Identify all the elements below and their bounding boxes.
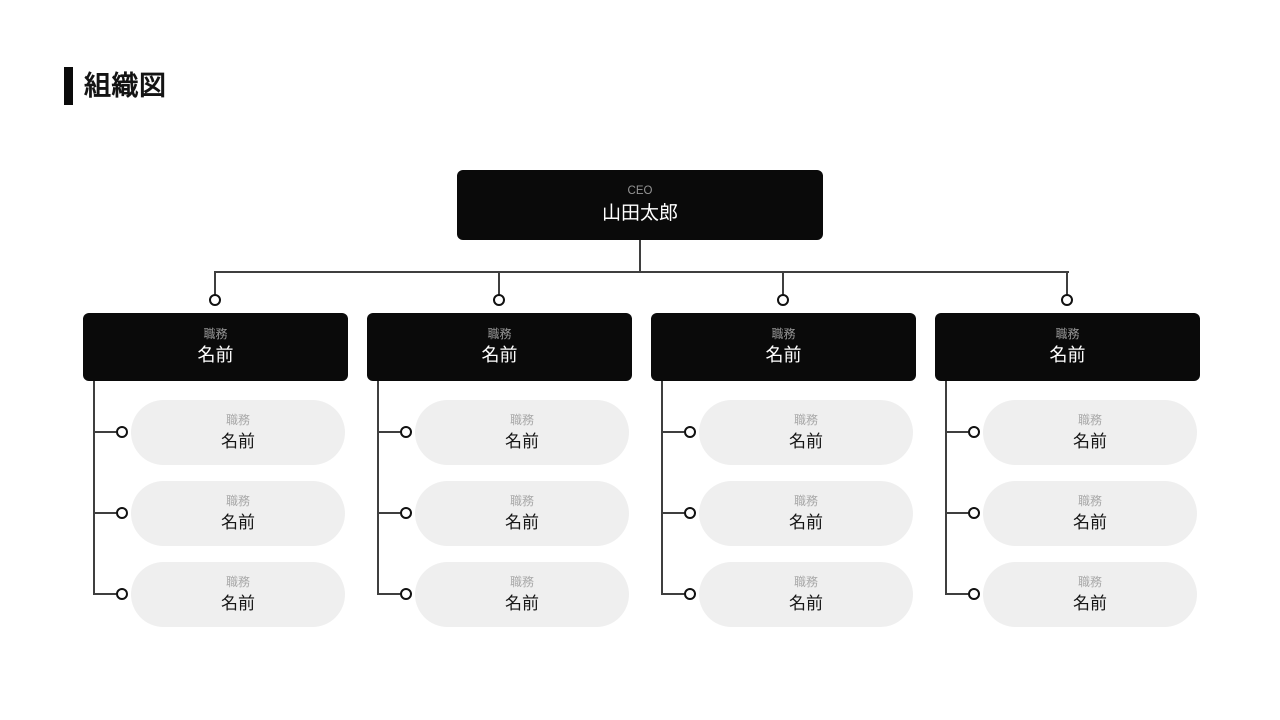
connector-stub — [214, 271, 216, 295]
ceo-node: CEO 山田太郎 — [457, 170, 823, 240]
member-name-label: 名前 — [789, 593, 823, 613]
department-node: 職務 名前 — [935, 313, 1200, 381]
title-accent-bar — [64, 67, 73, 105]
member-role-label: 職務 — [509, 413, 534, 428]
department-name-label: 名前 — [1049, 345, 1086, 366]
member-pill: 職務 名前 — [415, 481, 629, 546]
member-role-label: 職務 — [1077, 575, 1102, 590]
connector-stub — [782, 271, 784, 295]
department-node: 職務 名前 — [367, 313, 632, 381]
connector-dot — [493, 294, 505, 306]
department-node: 職務 名前 — [83, 313, 348, 381]
member-pill: 職務 名前 — [415, 400, 629, 465]
member-role-label: 職務 — [509, 575, 534, 590]
member-role-label: 職務 — [225, 575, 250, 590]
member-role-label: 職務 — [225, 413, 250, 428]
member-pill: 職務 名前 — [131, 400, 345, 465]
connector-department-vertical — [377, 381, 379, 595]
member-pill: 職務 名前 — [131, 562, 345, 627]
department-role-label: 職務 — [1055, 327, 1080, 342]
member-name-label: 名前 — [1073, 431, 1107, 451]
connector-department-vertical — [661, 381, 663, 595]
connector-dot — [116, 507, 128, 519]
member-role-label: 職務 — [793, 494, 818, 509]
connector-member-stub — [662, 431, 684, 433]
department-name-label: 名前 — [481, 345, 518, 366]
member-pill: 職務 名前 — [131, 481, 345, 546]
member-role-label: 職務 — [1077, 494, 1102, 509]
member-role-label: 職務 — [1077, 413, 1102, 428]
connector-horizontal-main — [214, 271, 1069, 273]
connector-ceo-vertical — [639, 240, 641, 273]
department-column: 職務 名前 職務 名前 職務 名前 職務 名前 — [935, 313, 1200, 629]
ceo-role-label: CEO — [627, 184, 653, 197]
department-column: 職務 名前 職務 名前 職務 名前 職務 名前 — [367, 313, 632, 629]
connector-dot — [684, 426, 696, 438]
connector-member-stub — [94, 512, 116, 514]
member-name-label: 名前 — [1073, 512, 1107, 532]
department-column: 職務 名前 職務 名前 職務 名前 職務 名前 — [651, 313, 916, 629]
member-pill: 職務 名前 — [699, 562, 913, 627]
member-name-label: 名前 — [221, 431, 255, 451]
member-name-label: 名前 — [1073, 593, 1107, 613]
connector-member-stub — [946, 593, 968, 595]
member-name-label: 名前 — [505, 512, 539, 532]
connector-dot — [116, 588, 128, 600]
connector-dot — [400, 588, 412, 600]
ceo-name-label: 山田太郎 — [601, 202, 678, 224]
connector-member-stub — [662, 512, 684, 514]
department-role-label: 職務 — [487, 327, 512, 342]
member-pill: 職務 名前 — [699, 481, 913, 546]
connector-member-stub — [378, 512, 400, 514]
connector-member-stub — [946, 512, 968, 514]
member-pill: 職務 名前 — [699, 400, 913, 465]
department-node: 職務 名前 — [651, 313, 916, 381]
member-name-label: 名前 — [505, 431, 539, 451]
member-role-label: 職務 — [793, 575, 818, 590]
department-role-label: 職務 — [771, 327, 796, 342]
connector-stub — [498, 271, 500, 295]
member-name-label: 名前 — [505, 593, 539, 613]
page-title: 組織図 — [84, 71, 167, 101]
department-name-label: 名前 — [197, 345, 234, 366]
title-block: 組織図 — [64, 67, 167, 105]
connector-dot — [777, 294, 789, 306]
member-pill: 職務 名前 — [983, 400, 1197, 465]
member-pill: 職務 名前 — [983, 562, 1197, 627]
connector-dot — [968, 507, 980, 519]
member-name-label: 名前 — [221, 593, 255, 613]
connector-department-vertical — [93, 381, 95, 595]
connector-dot — [968, 588, 980, 600]
connector-dot — [116, 426, 128, 438]
member-role-label: 職務 — [509, 494, 534, 509]
member-pill: 職務 名前 — [415, 562, 629, 627]
connector-stub — [1066, 271, 1068, 295]
department-column: 職務 名前 職務 名前 職務 名前 職務 名前 — [83, 313, 348, 629]
connector-member-stub — [94, 593, 116, 595]
member-name-label: 名前 — [789, 512, 823, 532]
connector-dot — [968, 426, 980, 438]
connector-member-stub — [946, 431, 968, 433]
department-name-label: 名前 — [765, 345, 802, 366]
department-role-label: 職務 — [203, 327, 228, 342]
connector-dot — [684, 507, 696, 519]
connector-dot — [400, 507, 412, 519]
member-name-label: 名前 — [789, 431, 823, 451]
connector-member-stub — [378, 431, 400, 433]
connector-dot — [1061, 294, 1073, 306]
member-pill: 職務 名前 — [983, 481, 1197, 546]
member-name-label: 名前 — [221, 512, 255, 532]
connector-member-stub — [662, 593, 684, 595]
connector-member-stub — [94, 431, 116, 433]
connector-dot — [209, 294, 221, 306]
connector-dot — [400, 426, 412, 438]
member-role-label: 職務 — [793, 413, 818, 428]
connector-member-stub — [378, 593, 400, 595]
connector-dot — [684, 588, 696, 600]
connector-department-vertical — [945, 381, 947, 595]
member-role-label: 職務 — [225, 494, 250, 509]
